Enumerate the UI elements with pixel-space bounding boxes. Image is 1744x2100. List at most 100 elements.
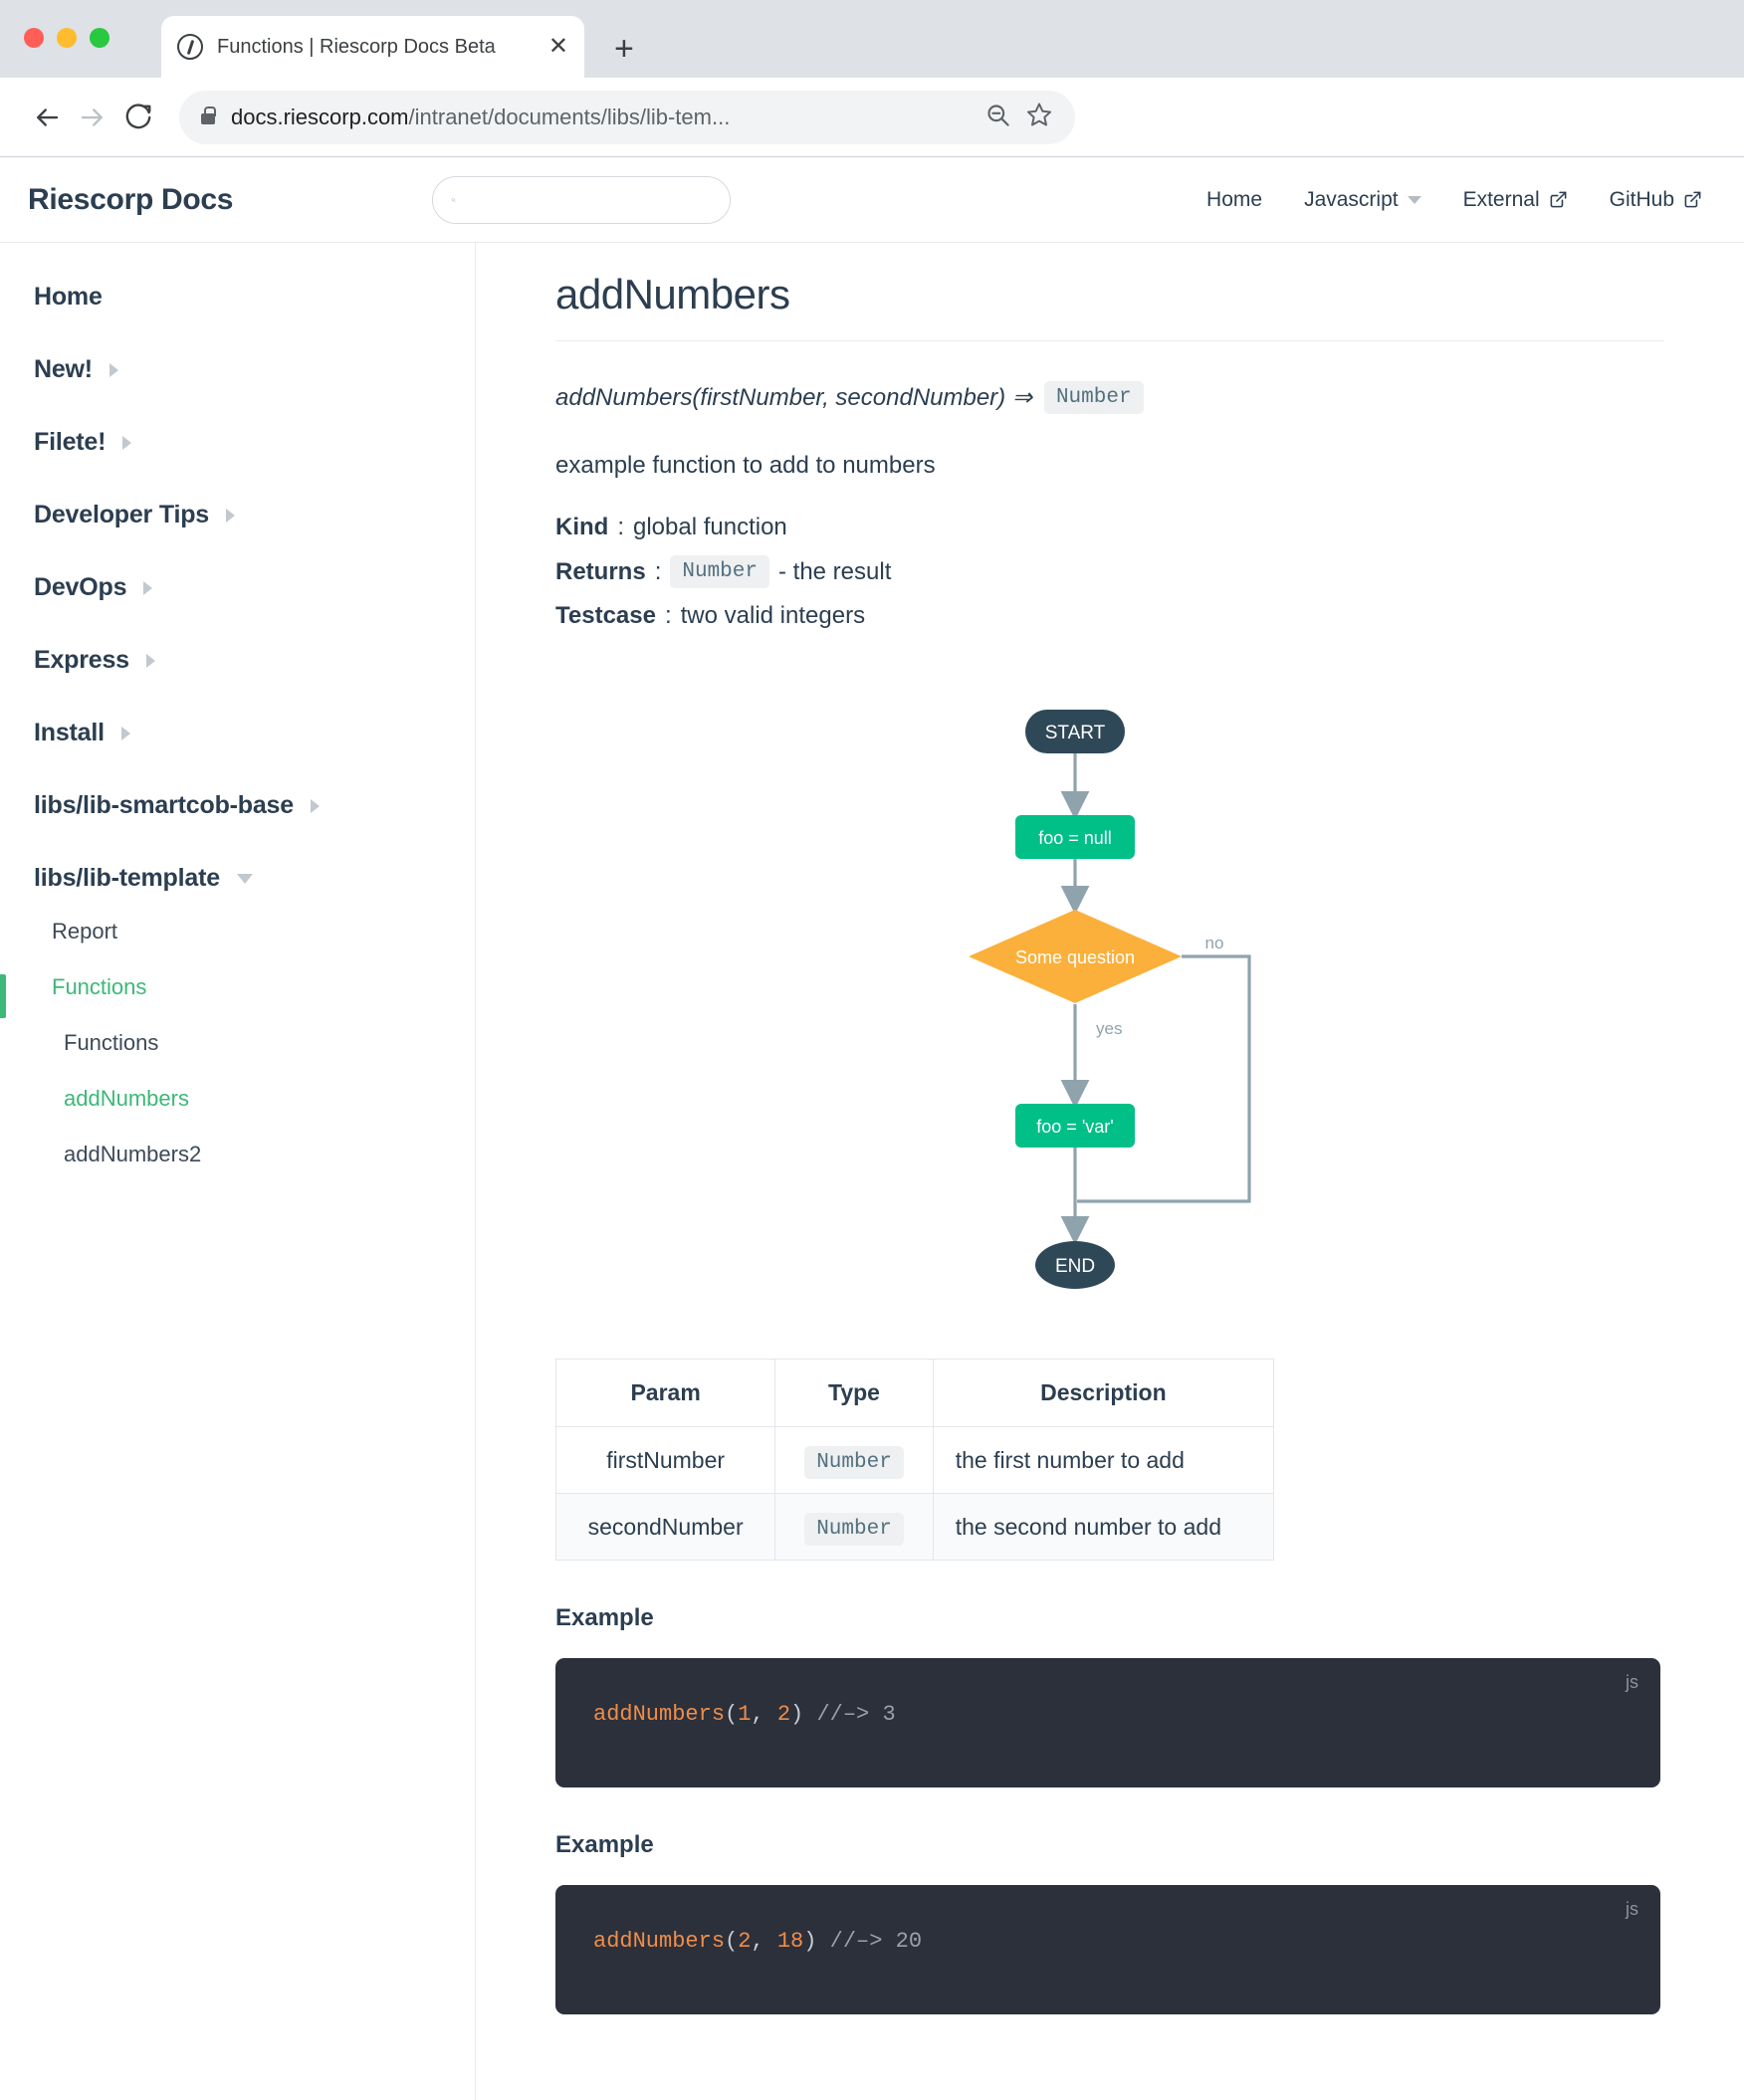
sidebar-item-addnumbers[interactable]: addNumbers — [0, 1086, 475, 1112]
node-start-label: START — [1045, 723, 1106, 743]
code-language-label: js — [1626, 1672, 1638, 1692]
nav-item-home[interactable]: Home — [1206, 188, 1262, 212]
meta-testcase-label: Testcase — [555, 602, 656, 629]
chevron-down-icon — [236, 873, 253, 884]
code-paren-open: ( — [725, 1929, 739, 1954]
meta-returns-desc: - the result — [777, 557, 892, 585]
browser-tab[interactable]: Functions | Riescorp Docs Beta ✕ — [161, 16, 584, 78]
cell-type: Number — [774, 1493, 934, 1561]
chevron-down-icon — [1407, 195, 1421, 204]
code-arg-2: 18 — [776, 1929, 804, 1954]
meta-testcase-value: two valid integers — [680, 602, 866, 629]
type-badge: Number — [804, 1513, 904, 1546]
main-content: addNumbers addNumbers(firstNumber, secon… — [476, 243, 1744, 2100]
close-tab-icon[interactable]: ✕ — [547, 33, 568, 60]
sidebar-item-new[interactable]: New! — [0, 355, 475, 384]
meta-returns-label: Returns — [555, 557, 646, 585]
site-brand[interactable]: Riescorp Docs — [28, 182, 234, 216]
code-language-label: js — [1626, 1899, 1638, 1919]
sidebar-item-filete[interactable]: Filete! — [0, 428, 475, 457]
sidebar-item-libs-lib-smartcob-base[interactable]: libs/lib-smartcob-base — [0, 791, 475, 820]
cell-param: firstNumber — [554, 1426, 776, 1494]
sidebar-item-label: Install — [34, 719, 105, 746]
code-function-name: addNumbers — [593, 1929, 726, 1954]
colon: : — [654, 557, 662, 585]
chevron-right-icon — [122, 435, 132, 450]
close-window-button[interactable] — [24, 28, 44, 48]
node-end: END — [1035, 1241, 1115, 1289]
zoom-out-icon[interactable] — [984, 102, 1011, 133]
sidebar: Home New! Filete! Developer Tips DevOps … — [0, 243, 476, 2100]
column-header-description: Description — [932, 1359, 1275, 1427]
address-bar[interactable]: docs.riescorp.com/intranet/documents/lib… — [179, 90, 1075, 144]
sidebar-item-label: Functions — [64, 1030, 159, 1055]
minimize-window-button[interactable] — [57, 28, 77, 48]
node-foo-null: foo = null — [1015, 815, 1135, 859]
external-link-icon — [1550, 191, 1567, 208]
cell-description: the first number to add — [932, 1426, 1275, 1494]
url-host: docs.riescorp.com — [231, 104, 409, 129]
code-arg-1: 1 — [738, 1702, 752, 1727]
nav-item-external[interactable]: External — [1463, 188, 1568, 212]
meta-kind-value: global function — [633, 514, 787, 540]
forward-icon[interactable] — [70, 95, 115, 140]
node-foo-null-label: foo = null — [1038, 828, 1112, 848]
sidebar-item-label: New! — [34, 355, 93, 383]
new-tab-icon[interactable]: + — [614, 30, 634, 68]
table-row: secondNumber Number the second number to… — [554, 1493, 1275, 1561]
sidebar-item-devops[interactable]: DevOps — [0, 573, 475, 602]
sidebar-item-report[interactable]: Report — [0, 919, 475, 945]
function-meta: Kind: global function Returns: Number - … — [555, 514, 1664, 630]
external-link-icon — [1684, 191, 1701, 208]
meta-testcase: Testcase: two valid integers — [555, 602, 1664, 630]
code-arg-2: 2 — [776, 1702, 791, 1727]
sidebar-top-list: Home New! Filete! Developer Tips DevOps … — [0, 283, 475, 893]
sidebar-item-developer-tips[interactable]: Developer Tips — [0, 501, 475, 529]
search-box[interactable] — [432, 175, 732, 224]
example-heading: Example — [555, 1604, 654, 1631]
code-arg-1: 2 — [738, 1929, 752, 1954]
tab-title: Functions | Riescorp Docs Beta — [217, 35, 496, 58]
sidebar-item-functions-child[interactable]: Functions — [0, 1030, 475, 1056]
sidebar-item-install[interactable]: Install — [0, 719, 475, 747]
sidebar-item-libs-lib-template[interactable]: libs/lib-template — [0, 864, 475, 893]
url-path: /intranet/documents/libs/lib-tem... — [408, 104, 731, 129]
cell-param: secondNumber — [554, 1493, 776, 1561]
chevron-right-icon — [143, 580, 153, 595]
sidebar-item-home[interactable]: Home — [0, 283, 475, 312]
node-foo-var-label: foo = 'var' — [1036, 1117, 1113, 1137]
sidebar-item-addnumbers2[interactable]: addNumbers2 — [0, 1142, 475, 1167]
table-row: firstNumber Number the first number to a… — [554, 1426, 1275, 1494]
lock-icon — [201, 106, 216, 124]
code-paren-close: ) — [790, 1702, 817, 1727]
nav-label: External — [1462, 187, 1540, 211]
nav-item-github[interactable]: GitHub — [1610, 188, 1702, 212]
node-some-question-label: Some question — [1015, 947, 1135, 967]
nav-item-javascript[interactable]: Javascript — [1304, 188, 1421, 212]
table-header-row: Param Type Description — [554, 1359, 1275, 1427]
code-comment: //–> 20 — [829, 1929, 923, 1954]
maximize-window-button[interactable] — [90, 28, 109, 48]
sidebar-item-label: Report — [52, 919, 118, 944]
compass-favicon-icon — [177, 34, 203, 60]
chevron-right-icon — [109, 362, 118, 377]
colon: : — [664, 602, 672, 629]
back-icon[interactable] — [24, 95, 70, 140]
reload-icon[interactable] — [115, 95, 161, 140]
sidebar-item-express[interactable]: Express — [0, 646, 475, 675]
meta-returns: Returns: Number - the result — [555, 555, 1664, 588]
flowchart: START foo = null Some question no yes — [555, 688, 1664, 1305]
meta-returns-type: Number — [670, 555, 769, 588]
flowchart-svg: START foo = null Some question no yes — [969, 710, 1251, 1289]
edge-label-no: no — [1205, 934, 1224, 952]
nav-label: Home — [1206, 187, 1263, 211]
bookmark-star-icon[interactable] — [1025, 101, 1053, 133]
meta-kind-label: Kind — [555, 514, 609, 540]
chevron-right-icon — [310, 798, 320, 813]
node-foo-var: foo = 'var' — [1015, 1104, 1135, 1148]
code-function-name: addNumbers — [593, 1702, 726, 1727]
search-input[interactable] — [468, 188, 713, 211]
sidebar-item-functions-active[interactable]: Functions — [0, 974, 475, 1018]
